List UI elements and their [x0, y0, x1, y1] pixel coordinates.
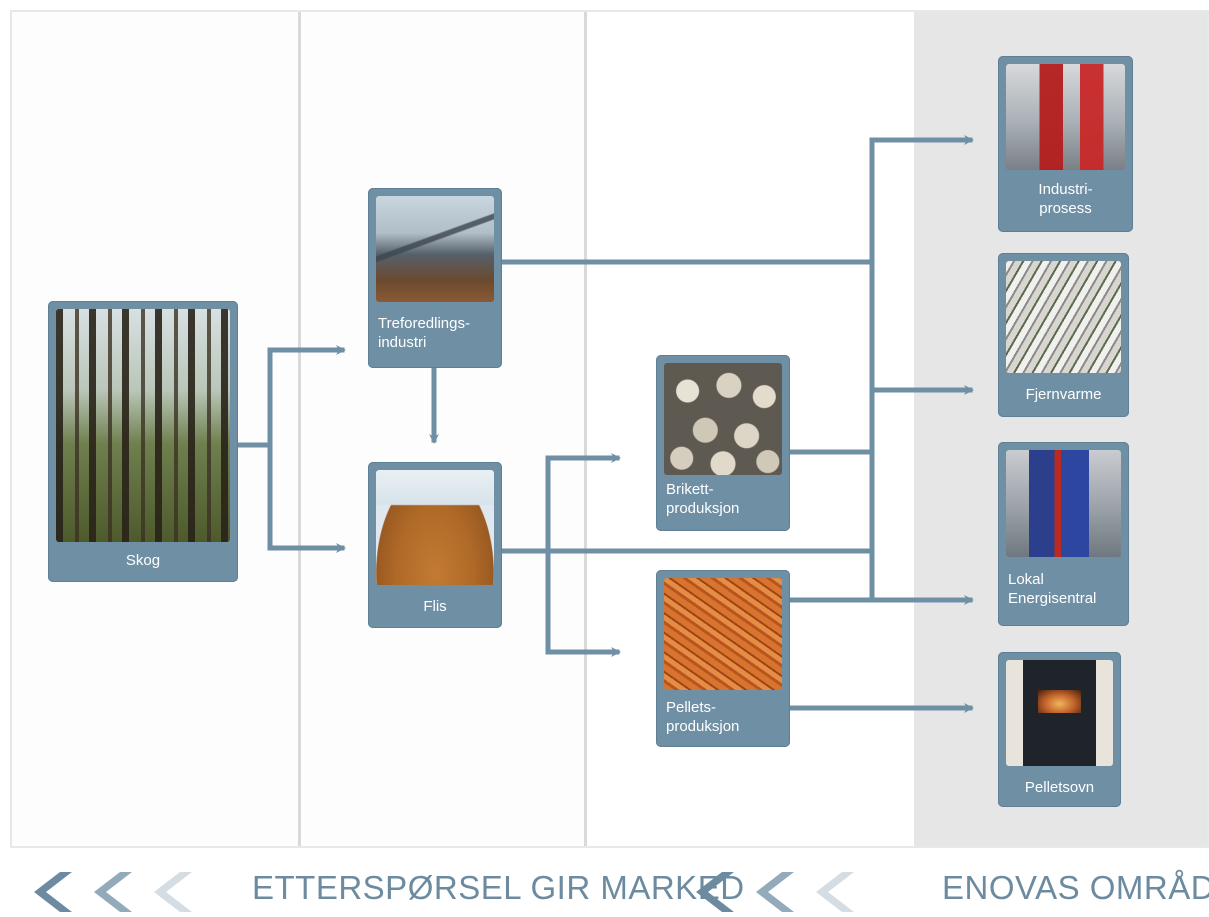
- node-skog: Skog: [48, 301, 238, 582]
- node-pelletsproduksjon: Pellets- produksjon: [656, 570, 790, 747]
- node-label-treforedlingsindustri: Treforedlings- industri: [378, 315, 470, 351]
- boiler-room-image: [1006, 450, 1121, 557]
- industrial-plant-image: [1006, 64, 1125, 170]
- node-fjernvarme: Fjernvarme: [998, 253, 1129, 417]
- node-label-pelletsovn: Pelletsovn: [1024, 779, 1095, 796]
- city-aerial-image: [1006, 261, 1121, 373]
- forest-image: [56, 309, 230, 542]
- node-label-pelletsproduksjon: Pellets- produksjon: [666, 699, 740, 735]
- node-label-fjernvarme: Fjernvarme: [1025, 386, 1102, 403]
- stove-fire-icon: [1038, 689, 1081, 713]
- node-label-lokal-energisentral: Lokal Energisentral: [1008, 571, 1097, 607]
- node-industriprosess: Industri- prosess: [998, 56, 1133, 232]
- chevrons-middle-icon: [696, 872, 854, 912]
- pellets-image: [664, 578, 782, 690]
- banner-demand-text: ETTERSPØRSEL GIR MARKED: [252, 869, 745, 906]
- node-label-brikettproduksjon: Brikett- produksjon: [666, 481, 740, 517]
- node-pelletsovn: Pelletsovn: [998, 652, 1121, 807]
- node-treforedlingsindustri: Treforedlings- industri: [368, 188, 502, 368]
- node-brikettproduksjon: Brikett- produksjon: [656, 355, 790, 531]
- banner-enova-area-text: ENOVAS OMRÅDE: [942, 869, 1209, 906]
- node-lokal-energisentral: Lokal Energisentral: [998, 442, 1129, 626]
- briquettes-image: [664, 363, 782, 475]
- pellet-stove-image: [1006, 660, 1113, 766]
- chevrons-left-icon: [34, 872, 192, 912]
- node-label-industriprosess: Industri- prosess: [1038, 181, 1093, 217]
- sawmill-image: [376, 196, 494, 302]
- wood-chips-image: [376, 470, 494, 585]
- node-flis: Flis: [368, 462, 502, 628]
- bottom-banner: ETTERSPØRSEL GIR MARKED ENOVAS OMRÅDE: [0, 862, 1209, 917]
- column-processing: [301, 12, 587, 846]
- node-label-skog: Skog: [125, 552, 161, 569]
- node-label-flis: Flis: [423, 598, 447, 615]
